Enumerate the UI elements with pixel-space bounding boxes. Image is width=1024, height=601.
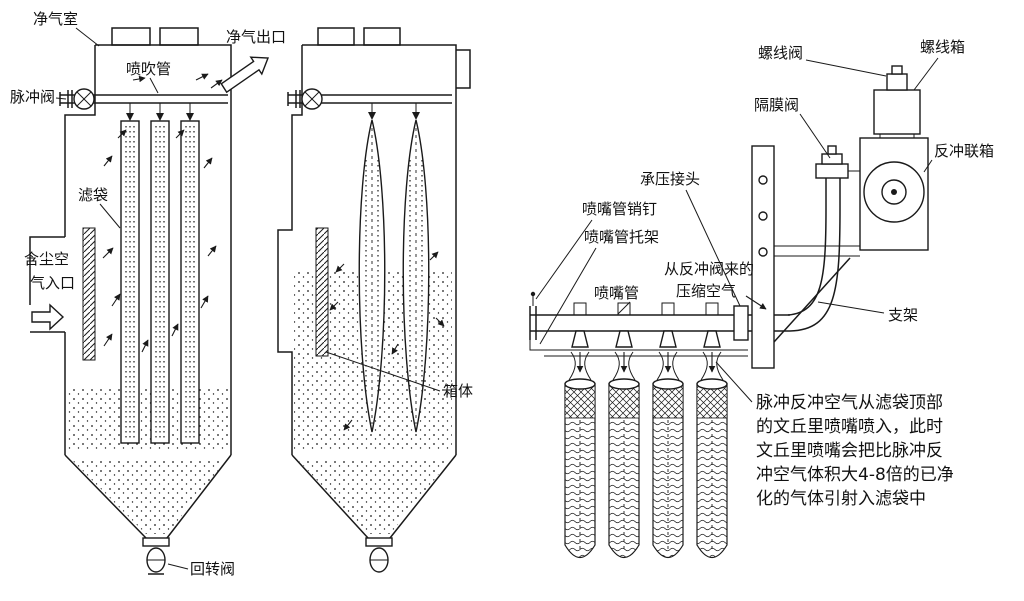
label-dusty-inlet-line2: 气入口 [30,274,75,292]
label-diaphragm-valve: 隔膜阀 [754,96,799,114]
diaphragm-valve-symbol [815,145,860,208]
label-nozzle-pipe-bracket: 喷嘴管托架 [584,228,659,246]
label-rotary-valve: 回转阀 [190,560,235,578]
label-clean-air-chamber: 净气室 [33,10,78,28]
clean-air-outlet-arrow [220,56,270,94]
label-compressed-air-line1: 从反冲阀来的 [664,260,754,278]
tube-sheet-rails [544,349,748,357]
rotary-valve-symbol [142,537,170,575]
leader-lines [535,57,939,403]
box-body-leader [325,351,441,392]
label-nozzle-pipe-pin: 喷嘴管销钉 [582,200,657,218]
solenoid-box-symbol [873,65,921,138]
label-pulse-valve: 脉冲阀 [10,88,55,106]
label-filter-bag: 滤袋 [78,186,108,204]
leader-lines [55,27,189,570]
label-solenoid-valve: 螺线阀 [758,44,803,62]
solenoid-valve-symbol [886,73,908,91]
rotary-valve-symbol [365,537,393,573]
compressed-air-arrow [745,295,767,310]
compressed-air-elbow-pipe [787,207,841,332]
inlet-baffle-plate [315,227,329,357]
label-box-body: 箱体 [443,382,473,400]
label-compressed-air-line2: 压缩空气 [676,282,736,300]
label-blow-pipe: 喷吹管 [126,60,171,78]
pulse-jet-assembly-detail-diagram: 螺线阀 螺线箱 隔膜阀 反冲联箱 承压接头 喷嘴管销钉 喷嘴管托架 喷嘴管 从反… [529,38,994,559]
label-solenoid-box: 螺线箱 [920,38,965,56]
baghouse-normal-operation-diagram: 净气室 净气出口 喷吹管 脉冲阀 滤袋 含尘空 气入口 回转阀 [10,10,286,578]
label-support: 支架 [888,306,918,324]
dust-specks [68,388,228,534]
label-pressure-joint: 承压接头 [640,170,700,188]
blow-pipe-and-pulse-valve [287,88,452,120]
support-bracket [751,145,860,369]
label-dusty-inlet-line1: 含尘空 [24,250,69,268]
blow-pipe-and-pulse-valve [59,88,228,121]
housing-outline [29,27,232,539]
note-line-5: 化的气体引射入滤袋中 [756,489,926,509]
label-backflush-header: 反冲联箱 [934,142,994,160]
pressure-joint-symbol [733,305,749,341]
inlet-baffle-plate [82,227,96,361]
label-clean-air-outlet: 净气出口 [226,28,286,46]
nozzle-pipe-bracket-symbol [529,340,558,351]
filter-bags [120,120,200,444]
label-nozzle-pipe: 喷嘴管 [594,284,639,302]
backflush-header-symbol [859,137,929,251]
note-line-1: 脉冲反冲空气从滤袋顶部 [756,393,943,413]
note-text-block: 脉冲反冲空气从滤袋顶部 的文丘里喷嘴喷入，此时 文丘里喷嘴会把比脉冲反 冲空气体… [756,393,954,509]
note-line-4: 冲空气体积大4-8倍的已净 [756,465,954,485]
inflated-filter-bags [358,119,430,433]
flow-arrows [329,251,445,431]
baghouse-pulse-cleaning-diagram: 箱体 [277,27,473,573]
note-line-3: 文丘里喷嘴会把比脉冲反 [756,441,943,461]
flow-arrows [102,73,223,353]
note-line-2: 的文丘里喷嘴喷入，此时 [756,417,943,437]
dusty-air-inlet-arrow [31,303,65,331]
nozzle-manifold-pipe [529,291,790,351]
venturi-bag-units [564,330,728,559]
housing-outline [277,27,471,539]
